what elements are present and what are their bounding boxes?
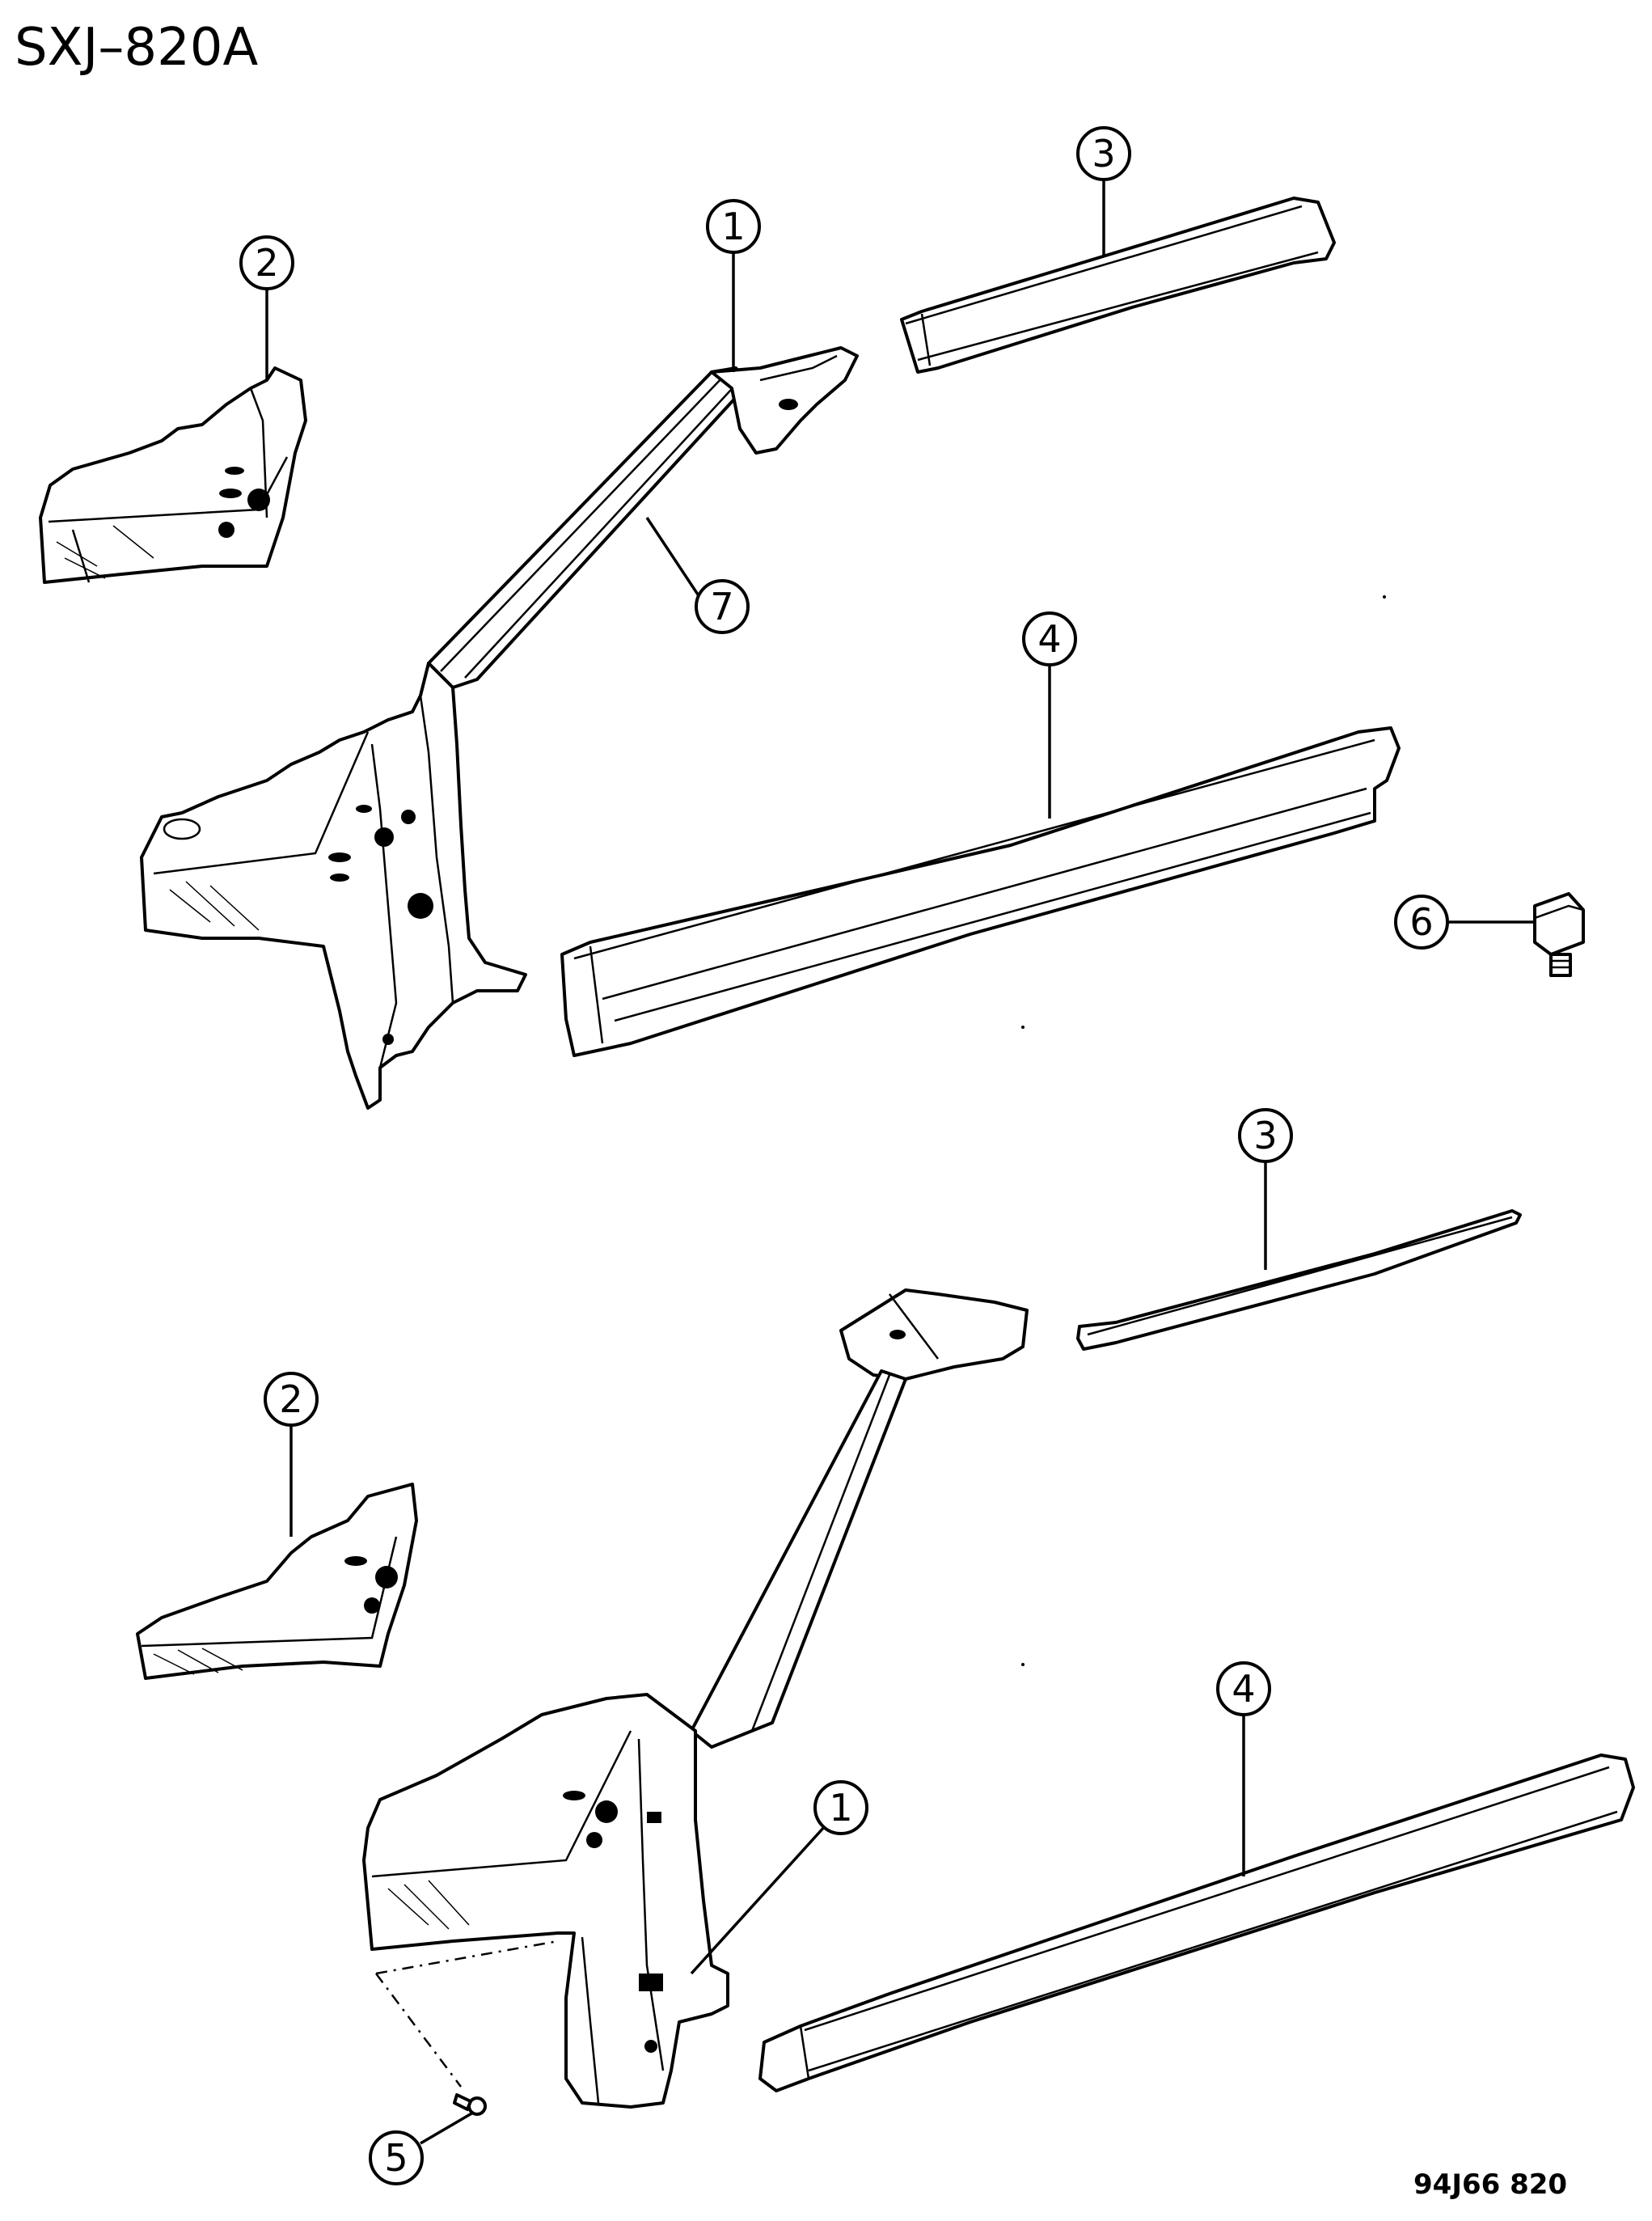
leader-5 [420, 2111, 474, 2145]
callout-2-lower [264, 1372, 319, 1427]
callout-2-upper [239, 235, 294, 290]
callout-5 [369, 2130, 424, 2185]
callout-1-upper-label: 1 [721, 205, 745, 248]
callout-1-upper [706, 199, 761, 254]
drawing-code: 94J66 820 [1413, 2168, 1567, 2201]
callout-5-label: 5 [384, 2136, 408, 2180]
part-3-upper-roof-rail [900, 197, 1336, 374]
part-1-upper-pillar [140, 346, 859, 1110]
callout-4-lower-label: 4 [1232, 1667, 1255, 1711]
callout-3-upper [1076, 126, 1131, 181]
diagram-title: SXJ–820A [15, 18, 259, 78]
part-2-upper-bracket [39, 366, 307, 584]
callout-7-label: 7 [710, 585, 733, 628]
part-5-screw [375, 1940, 559, 2116]
callout-4-upper [1022, 611, 1077, 666]
callout-1-lower [813, 1780, 868, 1835]
callout-4-lower [1216, 1661, 1271, 1716]
callout-3-lower-label: 3 [1253, 1114, 1277, 1157]
part-6-bolt [1533, 892, 1585, 977]
callout-3-lower [1238, 1108, 1293, 1163]
part-3-lower-roof-rail [1076, 1209, 1522, 1351]
callout-2-upper-label: 2 [255, 241, 278, 285]
callout-4-upper-label: 4 [1037, 617, 1061, 661]
leader-1-lower [690, 1825, 826, 1975]
part-2-lower-bracket [136, 1483, 418, 1680]
callout-2-lower-label: 2 [279, 1377, 302, 1421]
callout-7 [695, 579, 750, 634]
callout-6 [1394, 895, 1449, 950]
leader-7 [645, 517, 701, 598]
callout-1-lower-label: 1 [829, 1786, 852, 1830]
part-4-lower-sill [758, 1754, 1635, 2092]
callout-6-label: 6 [1409, 900, 1433, 944]
part-4-upper-sill [560, 726, 1401, 1057]
callout-3-upper-label: 3 [1092, 132, 1115, 176]
part-1-lower-pillar [362, 1288, 1029, 2109]
